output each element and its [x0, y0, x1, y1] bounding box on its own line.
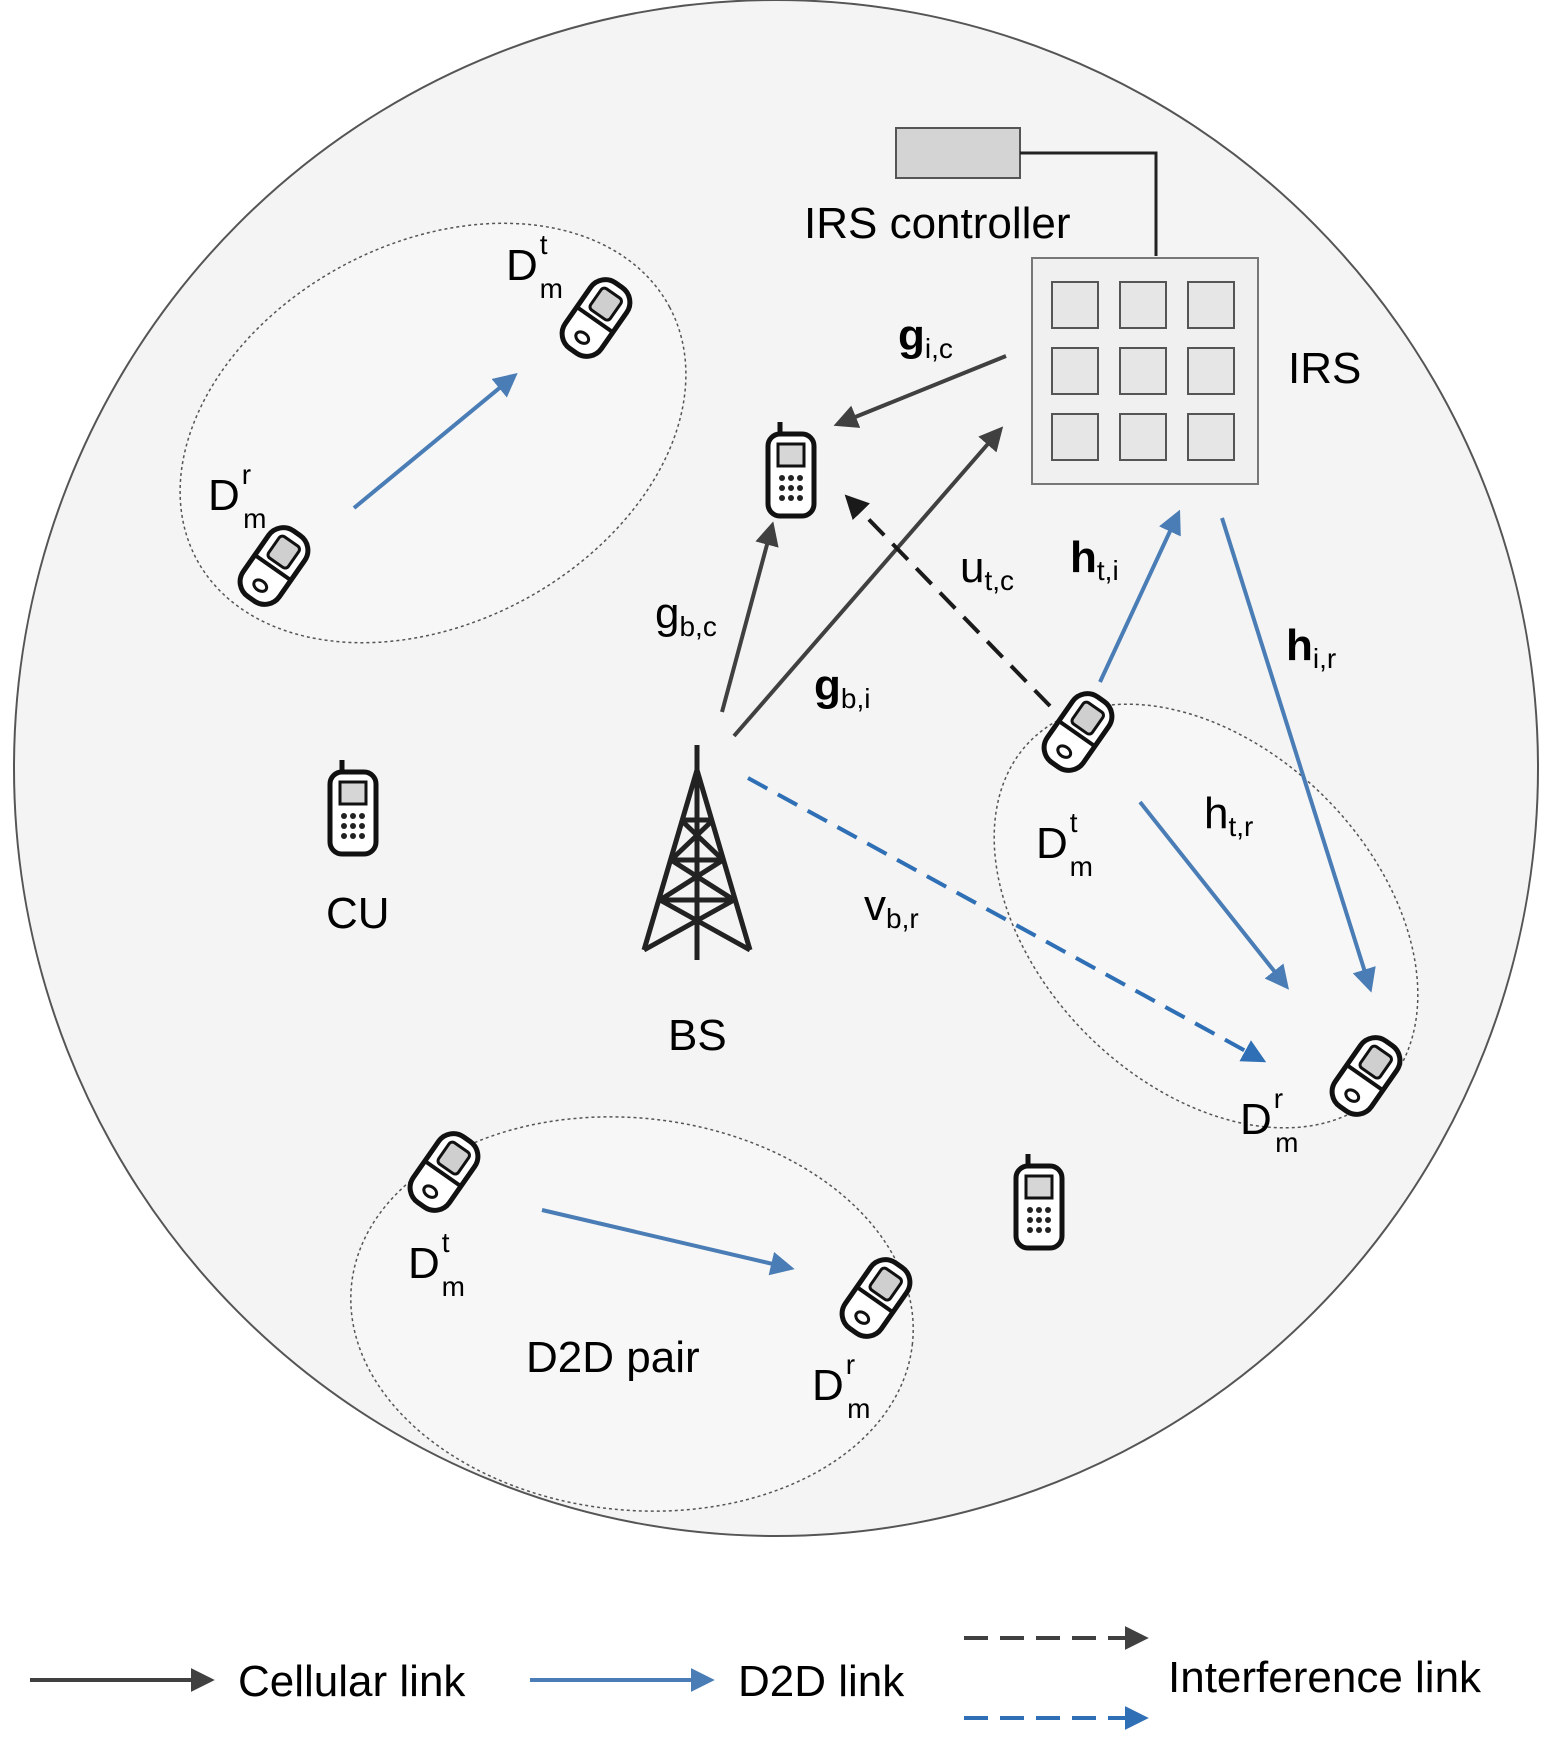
cellular-link-g-ic [833, 354, 1007, 428]
irs-controller-box [895, 127, 1021, 179]
legend-d2d-label: D2D link [738, 1657, 905, 1706]
d2d-pair-region-top-left [179, 222, 687, 644]
base-station-tower-icon [641, 745, 753, 960]
bs-label: BS [668, 1011, 727, 1060]
d2d-link-bottom [541, 1208, 795, 1276]
target-cellular-user-icon [768, 422, 814, 516]
cellular-user-icon-bottom [1016, 1154, 1062, 1248]
channel-label-h-ir: hi,r [1286, 621, 1336, 674]
interference-link-u-tc [844, 494, 1052, 708]
cellular-link-g-bi [732, 426, 1004, 738]
d2d-link-h-ti [1098, 509, 1181, 683]
d2d-link-h-tr [1138, 800, 1289, 990]
legend-interference-label: Interference link [1168, 1653, 1482, 1702]
d2d-pair-label: D2D pair [526, 1333, 700, 1382]
cu-phone-icon [330, 760, 376, 854]
legend-cellular-label: Cellular link [238, 1657, 466, 1706]
channel-label-g-bi: gb,i [814, 661, 870, 714]
channel-label-u-tc: ut,c [960, 543, 1014, 596]
interference-link-v-br [747, 776, 1267, 1063]
d2d-link-h-ir [1220, 517, 1376, 993]
channel-label-h-ti: ht,i [1070, 533, 1119, 586]
d2d-pair-region-bottom [350, 1116, 914, 1512]
d2d-link-top-left [352, 372, 518, 510]
irs-controller-wire [1020, 151, 1158, 256]
irs-controller-label: IRS controller [804, 199, 1071, 248]
cu-label: CU [326, 889, 390, 938]
legend: Cellular link D2D link Interference link [30, 1626, 1482, 1730]
channel-label-v-br: vb,r [864, 881, 919, 934]
cellular-link-g-bc [720, 521, 779, 713]
channel-label-g-ic: gi,c [898, 311, 953, 364]
irs-panel [1031, 257, 1259, 485]
channel-label-h-tr: ht,r [1204, 789, 1253, 842]
channel-label-g-bc: gb,c [655, 589, 717, 642]
irs-label: IRS [1288, 344, 1361, 393]
